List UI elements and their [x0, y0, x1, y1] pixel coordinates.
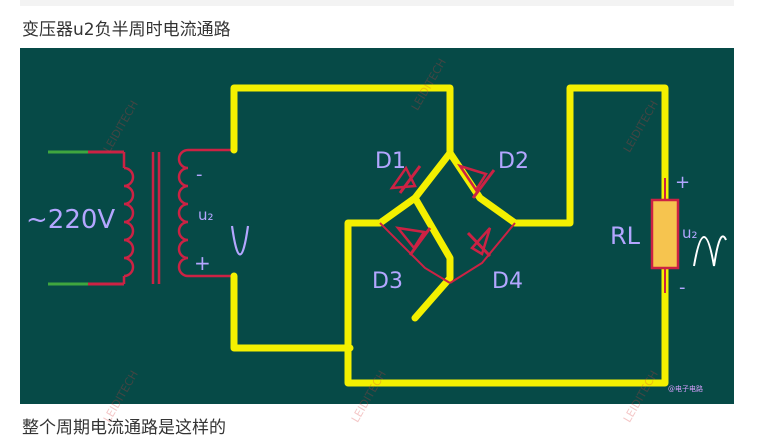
current-path — [230, 84, 669, 387]
bottom-caption: 整个周期电流通路是这样的 — [22, 418, 226, 438]
primary-wires — [48, 150, 124, 286]
load-plus-sign: + — [675, 172, 690, 193]
secondary-waveform — [230, 225, 250, 256]
credit-label: @电子电路 — [668, 384, 703, 393]
diode-d4-label: D4 — [492, 269, 523, 294]
secondary-voltage-label: u₂ — [198, 206, 214, 224]
secondary-plus-sign: + — [194, 251, 211, 275]
top-caption: 变压器u2负半周时电流通路 — [22, 20, 231, 40]
load-waveform — [693, 235, 727, 267]
source-voltage-label: ~220V — [26, 205, 115, 235]
diode-d4-symbol — [466, 227, 492, 258]
load-label: RL — [610, 222, 641, 250]
diode-d1-label: D1 — [375, 149, 406, 174]
diode-d2-symbol — [457, 163, 496, 199]
load-minus-sign: - — [679, 277, 686, 298]
diode-d1-symbol — [389, 165, 422, 194]
transformer — [122, 148, 234, 284]
bridge-wires — [379, 222, 516, 284]
top-divider — [20, 0, 734, 6]
secondary-minus-sign: - — [196, 164, 203, 185]
bridge-rectifier-figure: ~220V u₂ - + D1 D2 D3 D4 RL u₂ + - @电子电路 — [20, 48, 734, 404]
diode-d3-symbol — [395, 226, 432, 256]
load-voltage-label: u₂ — [682, 224, 698, 242]
circuit-diagram: ~220V u₂ - + D1 D2 D3 D4 RL u₂ + - @电子电路 — [26, 84, 727, 393]
diode-d2-label: D2 — [498, 149, 529, 174]
load-resistor — [650, 178, 680, 293]
diode-d3-label: D3 — [372, 269, 403, 294]
